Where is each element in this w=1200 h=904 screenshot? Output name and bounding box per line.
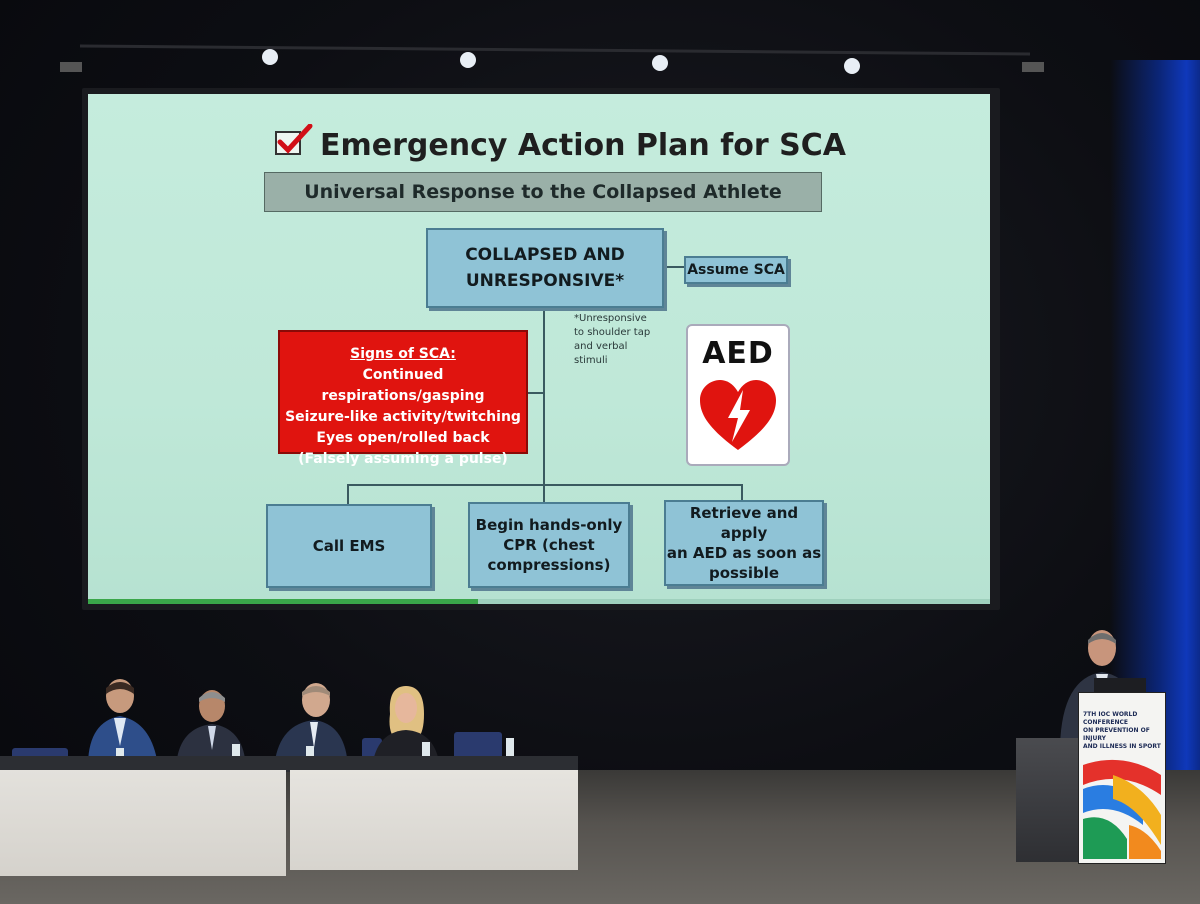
table-cloth-right xyxy=(290,770,578,870)
checkbox-check-icon xyxy=(275,124,313,155)
blue-stage-light xyxy=(1110,60,1200,780)
connector-ems xyxy=(347,484,349,504)
conference-name: 7TH IOC WORLD CONFERENCE ON PREVENTION O… xyxy=(1083,711,1161,751)
conference-graphic xyxy=(1083,755,1161,859)
panel-table-top xyxy=(0,756,578,772)
unresponsive-note: *Unresponsive to shoulder tap and verbal… xyxy=(574,312,654,368)
connector-vertical xyxy=(543,306,545,486)
laptop xyxy=(1094,678,1146,694)
main-box-line2: UNRESPONSIVE* xyxy=(465,271,625,291)
begin-cpr-box: Begin hands-only CPR (chest compressions… xyxy=(468,502,630,588)
connector-assume xyxy=(660,266,684,268)
signs-item: Continued respirations/gasping xyxy=(321,367,485,404)
aed-sign: AED xyxy=(686,324,790,466)
slide-subtitle: Universal Response to the Collapsed Athl… xyxy=(264,172,822,212)
lighting-truss xyxy=(60,44,1044,74)
retrieve-aed-box: Retrieve and apply an AED as soon as pos… xyxy=(664,500,824,586)
connector-cpr xyxy=(543,484,545,502)
signs-of-sca-box: Signs of SCA: Continued respirations/gas… xyxy=(278,330,528,467)
aed-action-line: Retrieve and apply xyxy=(689,504,799,542)
note-line: and verbal xyxy=(574,341,628,352)
lightning-bolt-icon xyxy=(728,390,750,442)
signs-heading: Signs of SCA: xyxy=(350,346,456,362)
note-line: to shoulder tap xyxy=(574,327,651,338)
conference-line: ON PREVENTION OF INJURY xyxy=(1083,727,1150,742)
connector-signs xyxy=(528,392,544,394)
assume-sca-box: Assume SCA xyxy=(684,256,788,284)
cpr-line: CPR (chest xyxy=(503,536,595,554)
connector-horizontal xyxy=(347,484,743,486)
signs-item: Seizure-like activity/twitching xyxy=(285,409,521,425)
slide-title: Emergency Action Plan for SCA xyxy=(320,128,846,163)
collapsed-unresponsive-box: COLLAPSED AND UNRESPONSIVE* xyxy=(426,228,664,308)
cpr-line: Begin hands-only xyxy=(475,516,623,534)
presentation-slide: Emergency Action Plan for SCA Universal … xyxy=(88,94,990,604)
conference-line: 7TH IOC WORLD CONFERENCE xyxy=(1083,711,1138,726)
aed-label: AED xyxy=(702,336,774,371)
slide-light-bar xyxy=(478,599,990,604)
signs-item: (Falsely assuming a pulse) xyxy=(298,451,508,467)
table-cloth-left xyxy=(0,770,286,876)
aed-action-line: an AED as soon as xyxy=(666,544,822,562)
panelist-1 xyxy=(88,679,158,766)
podium xyxy=(1016,738,1082,862)
aed-heart-icon xyxy=(700,380,776,450)
aed-action-line: possible xyxy=(708,564,780,582)
main-box-line1: COLLAPSED AND xyxy=(465,245,625,265)
signs-item: Eyes open/rolled back xyxy=(316,430,490,446)
note-line: stimuli xyxy=(574,355,608,366)
lectern-sign: 7TH IOC WORLD CONFERENCE ON PREVENTION O… xyxy=(1078,692,1166,864)
call-ems-box: Call EMS xyxy=(266,504,432,588)
conference-line: AND ILLNESS IN SPORT xyxy=(1083,743,1161,750)
note-line: *Unresponsive xyxy=(574,313,647,324)
slide-green-bar xyxy=(88,599,478,604)
cpr-line: compressions) xyxy=(487,556,611,574)
connector-aed xyxy=(741,484,743,500)
